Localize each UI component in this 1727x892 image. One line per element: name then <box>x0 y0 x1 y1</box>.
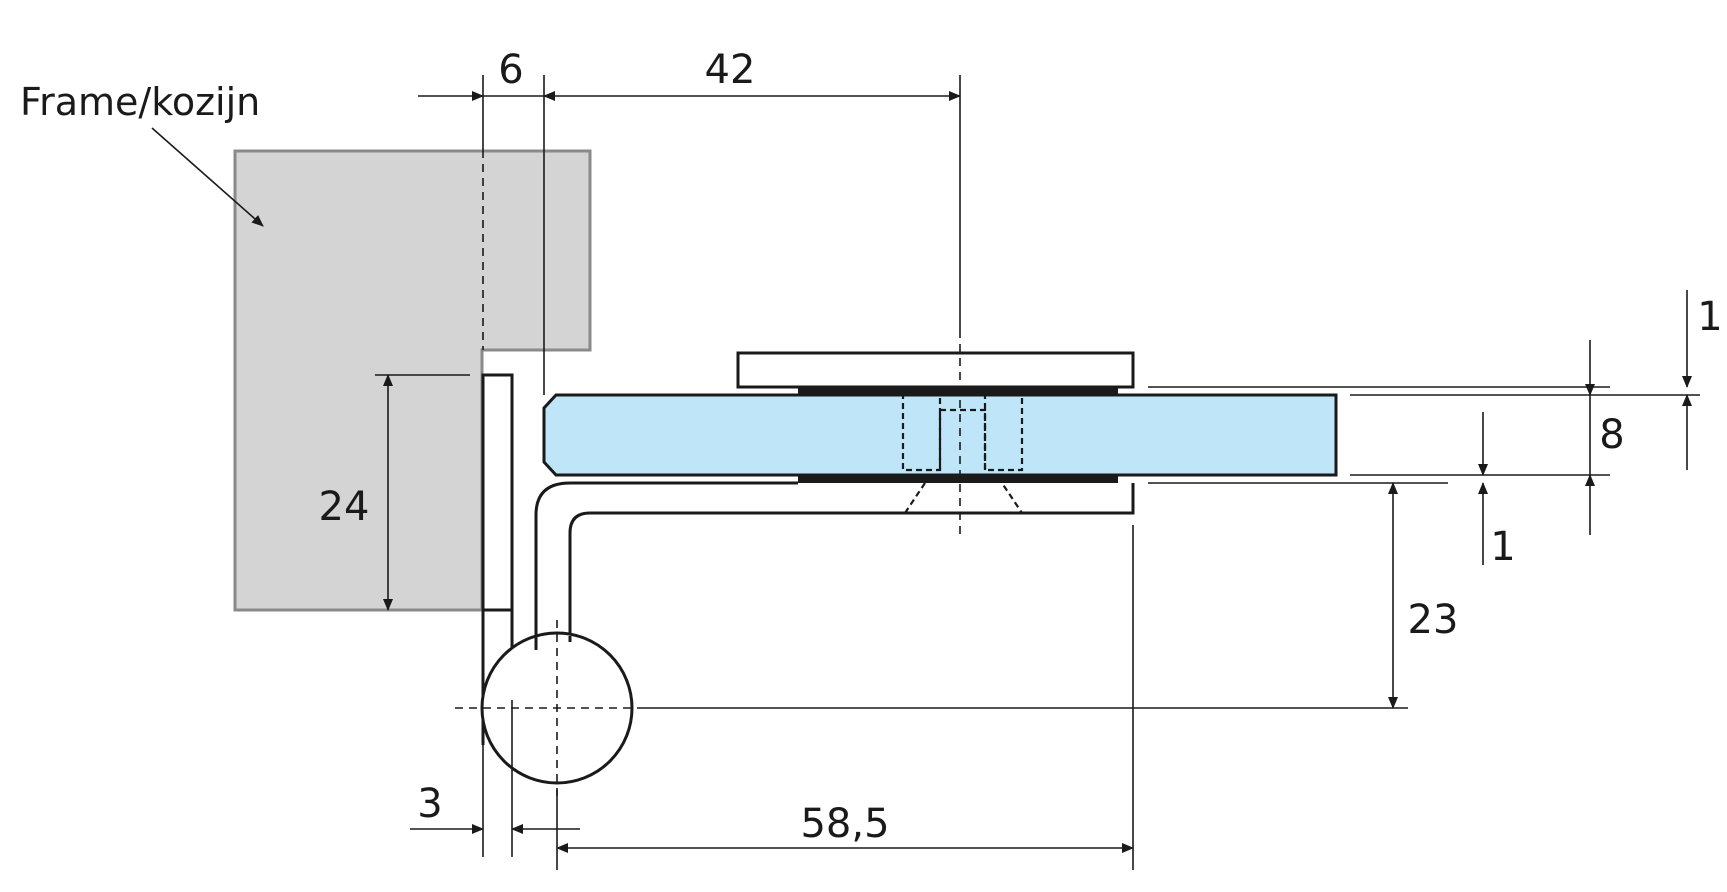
countersink-outline <box>902 482 1025 515</box>
bottom-gasket <box>798 475 1118 483</box>
screw-insert-right <box>983 393 1024 472</box>
dim-label-23: 23 <box>1408 597 1459 643</box>
dim-label-6: 6 <box>498 47 523 93</box>
screw-insert-top <box>938 408 987 470</box>
dim-label-1-bottom: 1 <box>1490 524 1515 570</box>
dim-label-24: 24 <box>319 484 370 530</box>
dim-label-58-5: 58,5 <box>800 801 889 847</box>
frame-block <box>233 149 592 612</box>
top-gasket <box>798 387 1118 395</box>
dim-label-42: 42 <box>705 47 756 93</box>
top-clamp-plate <box>736 351 1135 389</box>
frame-label: Frame/kozijn <box>20 80 260 124</box>
dim-label-1-top: 1 <box>1697 294 1722 340</box>
frame-label-leader <box>151 127 264 227</box>
dim-label-3: 3 <box>417 781 442 827</box>
dim-label-8: 8 <box>1599 412 1624 458</box>
hinge-leaf-plate <box>481 373 514 612</box>
screw-insert-left <box>901 393 942 472</box>
hinge-arm <box>534 481 1135 646</box>
